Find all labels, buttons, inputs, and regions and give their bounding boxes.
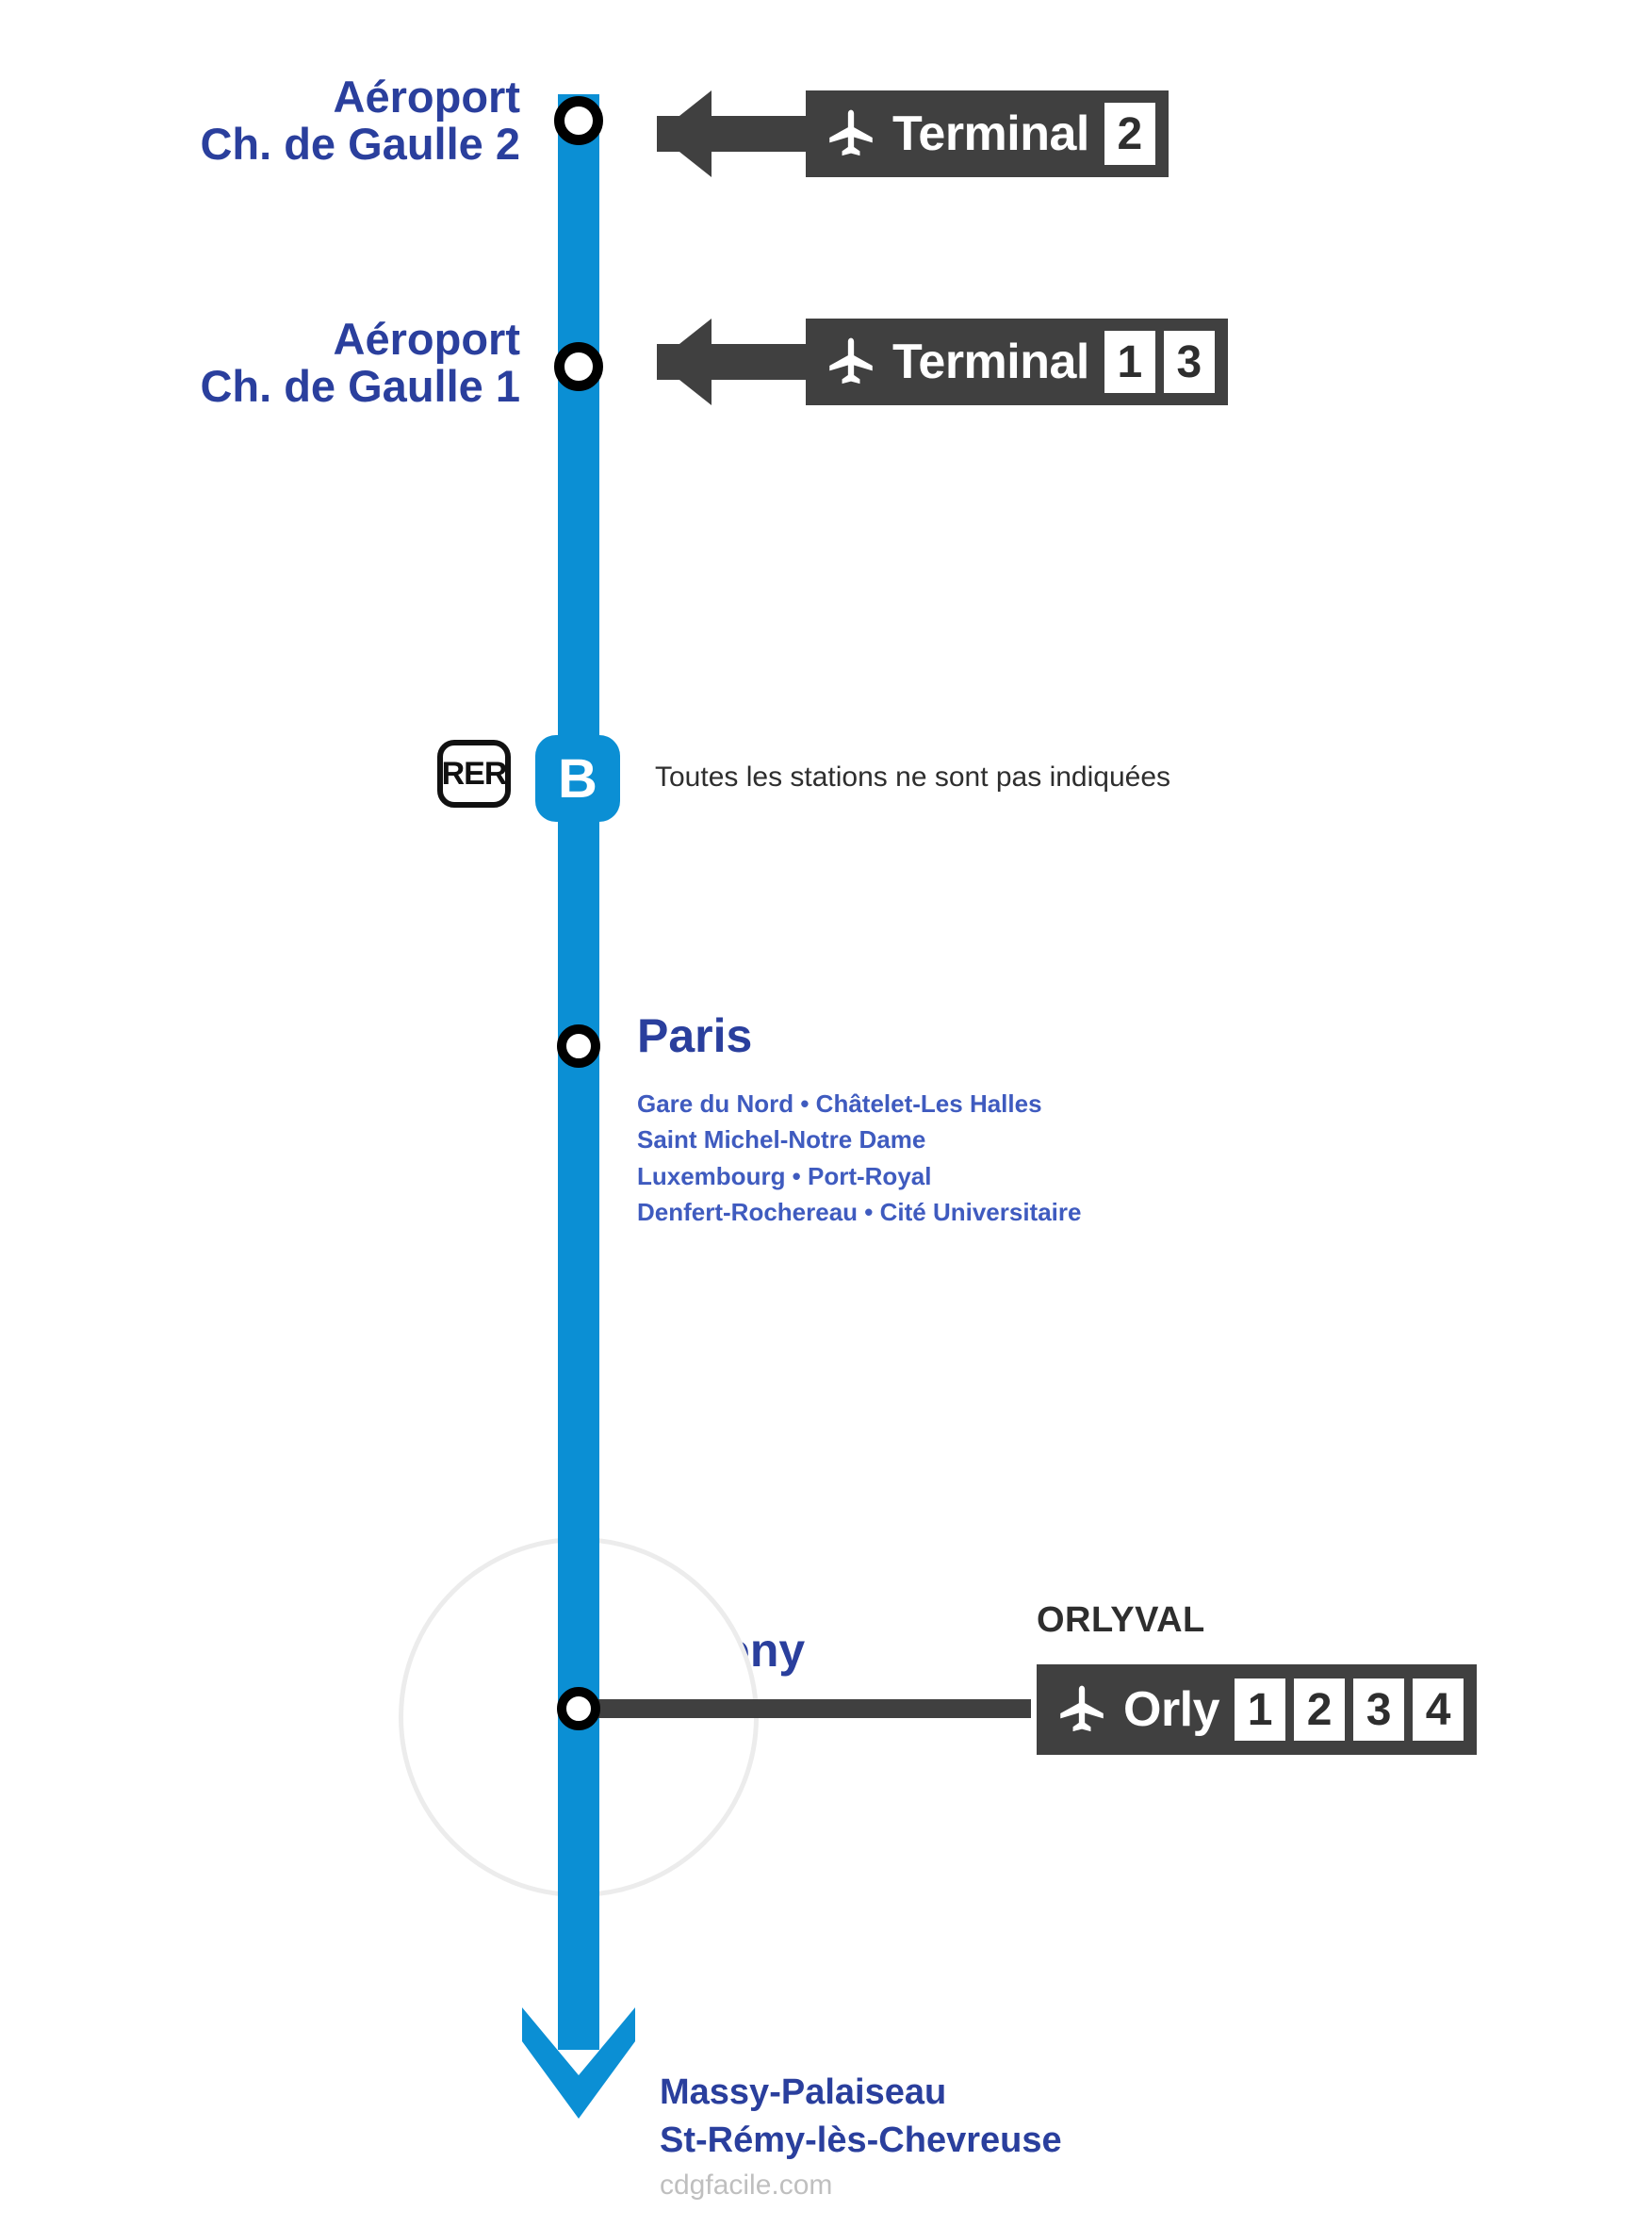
airplane-icon: [829, 337, 873, 385]
paris-sub-stations-list: Gare du Nord • Châtelet-Les Halles Saint…: [637, 1086, 1081, 1231]
station-label-cdg2-line1: Aéroport: [333, 72, 520, 122]
source-watermark: cdgfacile.com: [660, 2170, 833, 2201]
sign-orly-number-4: 4: [1413, 1678, 1464, 1741]
sign-terminal-1-3-label: Terminal: [892, 335, 1089, 389]
terminus-station-row: Massy-Palaiseau: [660, 2072, 947, 2112]
station-dot-paris[interactable]: [557, 1024, 600, 1068]
paris-sub-station-row: Denfert-Rochereau • Cité Universitaire: [637, 1198, 1082, 1227]
arrow-head-terminal13: [657, 319, 712, 405]
station-label-cdg2: Aéroport Ch. de Gaulle 2: [200, 74, 520, 168]
station-label-cdg1: Aéroport Ch. de Gaulle 1: [200, 316, 520, 410]
sign-orly-label: Orly: [1123, 1682, 1220, 1737]
station-label-cdg1-line1: Aéroport: [333, 314, 520, 364]
sign-terminal-1-3-number-1: 1: [1104, 331, 1155, 393]
station-label-cdg1-line2: Ch. de Gaulle 1: [200, 360, 520, 411]
sign-terminal-2[interactable]: Terminal 2: [806, 90, 1169, 177]
rer-network-badge-label: RER: [441, 755, 508, 792]
rer-network-badge: RER: [437, 740, 511, 808]
orlyval-service-label: ORLYVAL: [1037, 1600, 1205, 1640]
sign-orly-number-1: 1: [1235, 1678, 1286, 1741]
orlyval-connector-line: [579, 1699, 1031, 1718]
sign-terminal-1-3[interactable]: Terminal 1 3: [806, 319, 1228, 405]
station-label-paris: Paris: [637, 1009, 753, 1062]
paris-sub-station-row: Gare du Nord • Châtelet-Les Halles: [637, 1089, 1042, 1118]
sign-orly-number-3: 3: [1353, 1678, 1405, 1741]
station-dot-cdg1[interactable]: [554, 342, 603, 391]
paris-sub-station-row: Saint Michel-Notre Dame: [637, 1125, 926, 1154]
station-label-cdg2-line2: Ch. de Gaulle 2: [200, 118, 520, 169]
rer-line-b-badge-label: B: [558, 747, 597, 810]
terminus-stations: Massy-Palaiseau St-Rémy-lès-Chevreuse: [660, 2069, 1062, 2164]
stations-note: Toutes les stations ne sont pas indiquée…: [655, 761, 1171, 793]
sign-terminal-1-3-number-3: 3: [1163, 331, 1215, 393]
airplane-icon: [1060, 1685, 1104, 1732]
paris-sub-station-row: Luxembourg • Port-Royal: [637, 1161, 932, 1190]
line-direction-arrow-icon: [522, 2007, 635, 2119]
arrow-head-terminal2: [657, 90, 712, 177]
sign-orly-number-2: 2: [1294, 1678, 1346, 1741]
station-dot-antony[interactable]: [557, 1687, 600, 1730]
station-dot-cdg2[interactable]: [554, 96, 603, 145]
sign-orly[interactable]: Orly 1 2 3 4: [1037, 1664, 1478, 1755]
rer-line-b-badge: B: [535, 735, 620, 822]
terminus-station-row: St-Rémy-lès-Chevreuse: [660, 2120, 1062, 2160]
sign-terminal-2-number-1: 2: [1104, 103, 1155, 165]
airplane-icon: [829, 109, 873, 156]
sign-terminal-2-label: Terminal: [892, 106, 1089, 161]
